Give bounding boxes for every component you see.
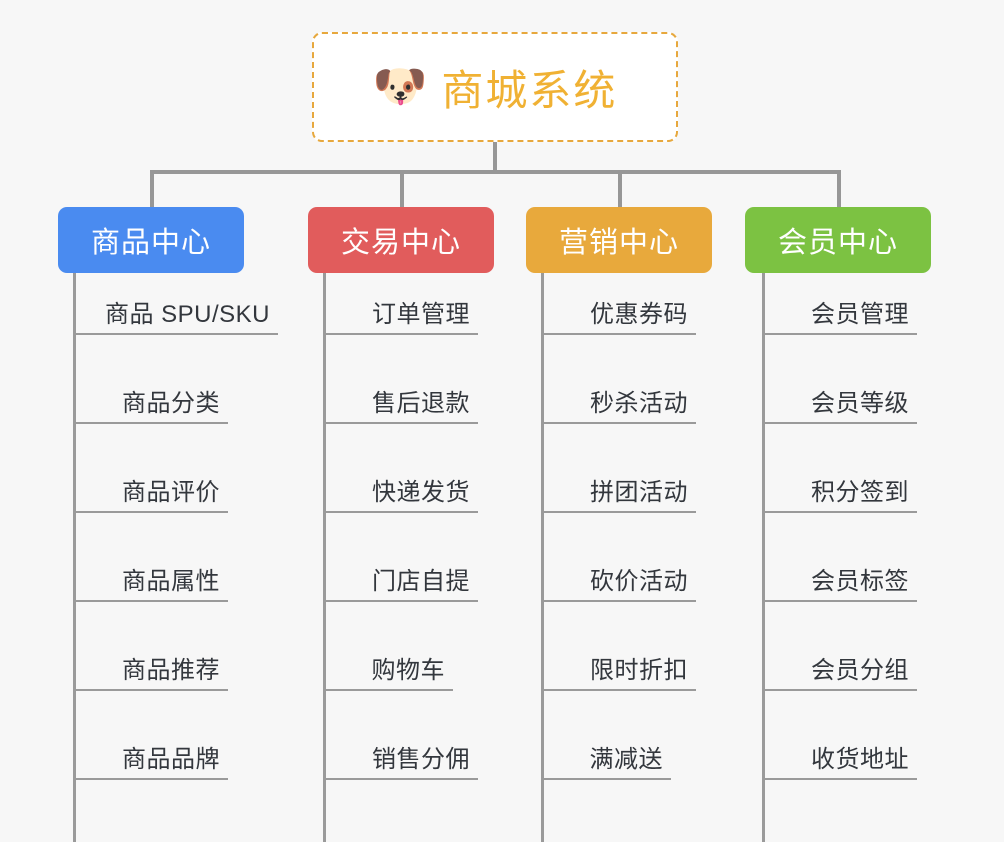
leaf-item[interactable]: 售后退款: [323, 362, 478, 424]
category-box-1[interactable]: 商品中心: [58, 207, 244, 273]
connector-drop-1: [150, 170, 154, 208]
leaf-item[interactable]: 拼团活动: [541, 451, 696, 513]
leaf-item[interactable]: 会员标签: [762, 540, 917, 602]
leaf-item-label: 积分签到: [811, 479, 909, 506]
leaf-item[interactable]: 快递发货: [323, 451, 478, 513]
category-label: 会员中心: [777, 227, 898, 259]
leaf-item-label: 销售分佣: [372, 746, 470, 773]
leaf-item[interactable]: 商品品牌: [73, 718, 228, 780]
leaf-item-label: 限时折扣: [590, 657, 688, 684]
column-trunk: [73, 273, 76, 842]
column-trunk: [541, 273, 544, 842]
category-box-3[interactable]: 营销中心: [526, 207, 712, 273]
column-trunk: [323, 273, 326, 842]
leaf-item-label: 商品属性: [122, 568, 220, 595]
connector-drop-2: [400, 170, 404, 208]
leaf-item-label: 会员管理: [811, 301, 909, 328]
leaf-item-label: 满减送: [589, 746, 663, 773]
leaf-item-label: 秒杀活动: [590, 390, 688, 417]
leaf-item[interactable]: 商品评价: [73, 451, 228, 513]
leaf-item[interactable]: 会员分组: [762, 629, 917, 691]
root-node[interactable]: 🐶 商城系统: [312, 32, 678, 142]
category-label: 交易中心: [340, 227, 461, 259]
leaf-item[interactable]: 销售分佣: [323, 718, 478, 780]
leaf-item-label: 砍价活动: [590, 568, 688, 595]
category-box-2[interactable]: 交易中心: [308, 207, 494, 273]
leaf-item-label: 会员等级: [811, 390, 909, 417]
leaf-item[interactable]: 砍价活动: [541, 540, 696, 602]
leaf-item-label: 门店自提: [372, 568, 470, 595]
leaf-item[interactable]: 购物车: [323, 629, 453, 691]
leaf-item-label: 会员分组: [811, 657, 909, 684]
leaf-item[interactable]: 优惠券码: [541, 273, 696, 335]
leaf-item-label: 拼团活动: [590, 479, 688, 506]
leaf-item[interactable]: 限时折扣: [541, 629, 696, 691]
leaf-item[interactable]: 收货地址: [762, 718, 917, 780]
leaf-item-label: 商品品牌: [122, 746, 220, 773]
leaf-item-label: 订单管理: [372, 301, 470, 328]
leaf-item-label: 商品推荐: [122, 657, 220, 684]
leaf-item-label: 优惠券码: [590, 301, 688, 328]
connector-drop-4: [837, 170, 841, 208]
leaf-item[interactable]: 积分签到: [762, 451, 917, 513]
leaf-item[interactable]: 会员等级: [762, 362, 917, 424]
shiba-dog-emoji-icon: 🐶: [372, 62, 428, 111]
leaf-item[interactable]: 订单管理: [323, 273, 478, 335]
leaf-item-label: 商品 SPU/SKU: [104, 301, 270, 328]
leaf-item[interactable]: 商品 SPU/SKU: [73, 273, 278, 335]
connector-horizontal-bus: [150, 170, 840, 174]
leaf-item-label: 售后退款: [372, 390, 470, 417]
category-label: 商品中心: [90, 227, 211, 259]
connector-drop-3: [618, 170, 622, 208]
leaf-item[interactable]: 门店自提: [323, 540, 478, 602]
leaf-item[interactable]: 秒杀活动: [541, 362, 696, 424]
column-trunk: [762, 273, 765, 842]
leaf-item[interactable]: 商品属性: [73, 540, 228, 602]
leaf-item-label: 收货地址: [811, 746, 909, 773]
connector-root-stub: [493, 142, 497, 172]
leaf-item[interactable]: 商品推荐: [73, 629, 228, 691]
leaf-item-label: 购物车: [371, 657, 445, 684]
leaf-item-label: 快递发货: [372, 479, 470, 506]
leaf-item-label: 会员标签: [811, 568, 909, 595]
leaf-item-label: 商品评价: [122, 479, 220, 506]
category-box-4[interactable]: 会员中心: [745, 207, 931, 273]
leaf-item[interactable]: 满减送: [541, 718, 671, 780]
category-label: 营销中心: [558, 227, 679, 259]
leaf-item[interactable]: 会员管理: [762, 273, 917, 335]
leaf-item[interactable]: 商品分类: [73, 362, 228, 424]
root-node-title: 商城系统: [441, 66, 618, 114]
leaf-item-label: 商品分类: [122, 390, 220, 417]
